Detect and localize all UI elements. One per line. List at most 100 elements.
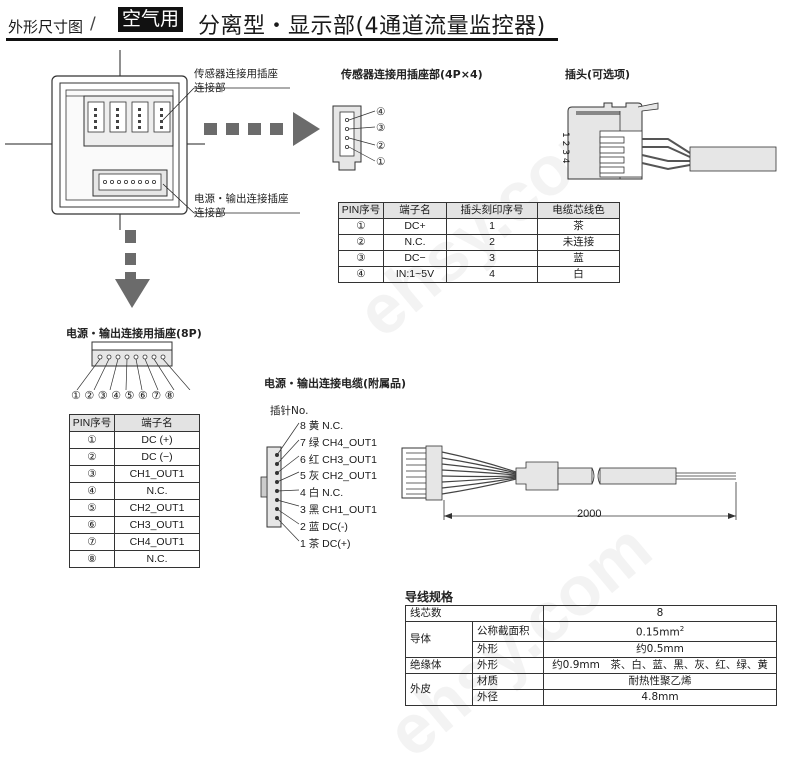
- cell: ①: [69, 431, 115, 449]
- sheath-material-label: 材质: [472, 672, 544, 690]
- cable-pin: 5 灰 CH2_OUT1: [300, 470, 378, 483]
- col-header: PIN序号: [338, 202, 384, 219]
- sensor-pin-mark: ①: [376, 156, 386, 168]
- cores-label: 线芯数: [405, 605, 544, 622]
- cell: ①: [338, 218, 384, 235]
- insulator-od-value: 约0.9mm 茶、白、蓝、黑、灰、红、绿、黄: [543, 656, 777, 674]
- power-pin-mark: ①: [71, 389, 81, 402]
- cell: DC (−): [114, 448, 200, 466]
- conductor-od-label: 外形: [472, 640, 544, 658]
- callout-power-line2: 连接部: [194, 207, 226, 219]
- cores-value: 8: [543, 605, 777, 622]
- cable-pin: 2 蓝 DC(-): [300, 520, 348, 533]
- arrow-down-icon: [115, 230, 150, 308]
- power-pin-mark: ⑧: [164, 389, 175, 402]
- power-socket-drawing: [76, 341, 191, 390]
- power-cable-title: 电源・输出连接电缆(附属品): [264, 377, 407, 390]
- arrow-right-icon: [204, 112, 320, 146]
- col-header: 端子名: [383, 202, 447, 219]
- insulator-od-label: 外形: [472, 656, 544, 674]
- callout-sensor-line2: 连接部: [194, 82, 226, 94]
- callout-power-line1: 电源・输出连接插座: [194, 193, 289, 205]
- sensor-pin-mark: ③: [376, 122, 386, 134]
- plug-title: 插头(可选项): [565, 68, 631, 81]
- cell: DC (+): [114, 431, 200, 449]
- insulator-label: 绝缘体: [405, 656, 473, 674]
- sheath-od-value: 4.8mm: [543, 688, 777, 706]
- power-pin-mark: ⑦: [151, 389, 162, 402]
- cable-pin: 6 红 CH3_OUT1: [300, 453, 378, 466]
- cell: 白: [537, 266, 620, 283]
- power-pin-marks: ① ② ③ ④ ⑤ ⑥ ⑦ ⑧: [71, 389, 175, 402]
- sheath-od-label: 外径: [472, 688, 544, 706]
- cell: CH1_OUT1: [114, 465, 200, 483]
- cell: ②: [69, 448, 115, 466]
- cable-pin: 4 白 N.C.: [300, 487, 344, 500]
- sensor-pin-mark: ④: [376, 106, 386, 118]
- cell: DC−: [383, 250, 447, 267]
- sensor-socket-drawing: [332, 105, 376, 171]
- table-row: 导体 公称截面积 0.15mm2: [405, 621, 777, 658]
- sheath-label: 外皮: [405, 672, 473, 706]
- cable-pin: 3 黑 CH1_OUT1: [300, 503, 378, 516]
- sensor-pin-mark: ②: [376, 140, 386, 152]
- power-pin-mark: ③: [97, 389, 108, 402]
- cable-length-label: 2000: [577, 508, 602, 520]
- col-header: PIN序号: [69, 414, 115, 432]
- plug-number: 1: [560, 132, 570, 138]
- conductor-od-value: 约0.5mm: [543, 640, 777, 658]
- title-main: 分离型・显示部(4通道流量监控器): [198, 14, 546, 39]
- wire-spec-title: 导线规格: [405, 590, 454, 604]
- plug-number: 3: [560, 149, 570, 155]
- cell: ③: [338, 250, 384, 267]
- power-pin-mark: ⑤: [124, 389, 135, 402]
- cell: N.C.: [114, 550, 200, 568]
- cell: CH3_OUT1: [114, 516, 200, 534]
- table-row: 绝缘体 外形 约0.9mm 茶、白、蓝、黑、灰、红、绿、黄: [405, 656, 777, 674]
- cell: 未连接: [537, 234, 620, 251]
- col-header: 电缆芯线色: [537, 202, 620, 219]
- conductor-area-sup: 2: [679, 625, 685, 633]
- cable-connector-side: [260, 422, 300, 542]
- cell: 3: [446, 250, 538, 267]
- cell: 茶: [537, 218, 620, 235]
- callout-sensor-line1: 传感器连接用插座: [194, 68, 278, 80]
- cell: ⑧: [69, 550, 115, 568]
- conductor-label: 导体: [405, 621, 473, 658]
- cell: 蓝: [537, 250, 620, 267]
- cable-drawing: [401, 445, 737, 520]
- cell: 4: [446, 266, 538, 283]
- cell: N.C.: [114, 482, 200, 500]
- title-badge: 空气用: [118, 7, 184, 32]
- cell: ④: [69, 482, 115, 500]
- cable-pin: 1 茶 DC(+): [300, 537, 351, 550]
- cell: N.C.: [383, 234, 447, 251]
- sheath-material-value: 耐热性聚乙烯: [543, 672, 777, 690]
- cable-pin-list: 8 黄 N.C. 7 绿 CH4_OUT1 6 红 CH3_OUT1 5 灰 C…: [300, 418, 377, 552]
- cell: ⑦: [69, 533, 115, 551]
- front-view-drawing: [5, 50, 320, 308]
- page-title: 外形尺寸图 / 空气用 分离型・显示部(4通道流量监控器): [6, 4, 558, 41]
- sensor-socket-title: 传感器连接用插座部(4P×4): [341, 68, 483, 81]
- title-prefix: 外形尺寸图: [8, 18, 84, 36]
- sensor-sockets: [87, 101, 171, 133]
- cell: ②: [338, 234, 384, 251]
- title-slash: /: [90, 14, 96, 34]
- cell: CH2_OUT1: [114, 499, 200, 517]
- table-row: 外皮 材质 耐热性聚乙烯: [405, 672, 777, 706]
- table-row: 外径 4.8mm: [406, 688, 777, 706]
- col-header: 端子名: [114, 414, 200, 432]
- cell: 1: [446, 218, 538, 235]
- callout-power: 电源・输出连接插座 连接部: [194, 192, 289, 220]
- plug-number: 4: [560, 157, 570, 164]
- plug-drawing: [567, 102, 777, 180]
